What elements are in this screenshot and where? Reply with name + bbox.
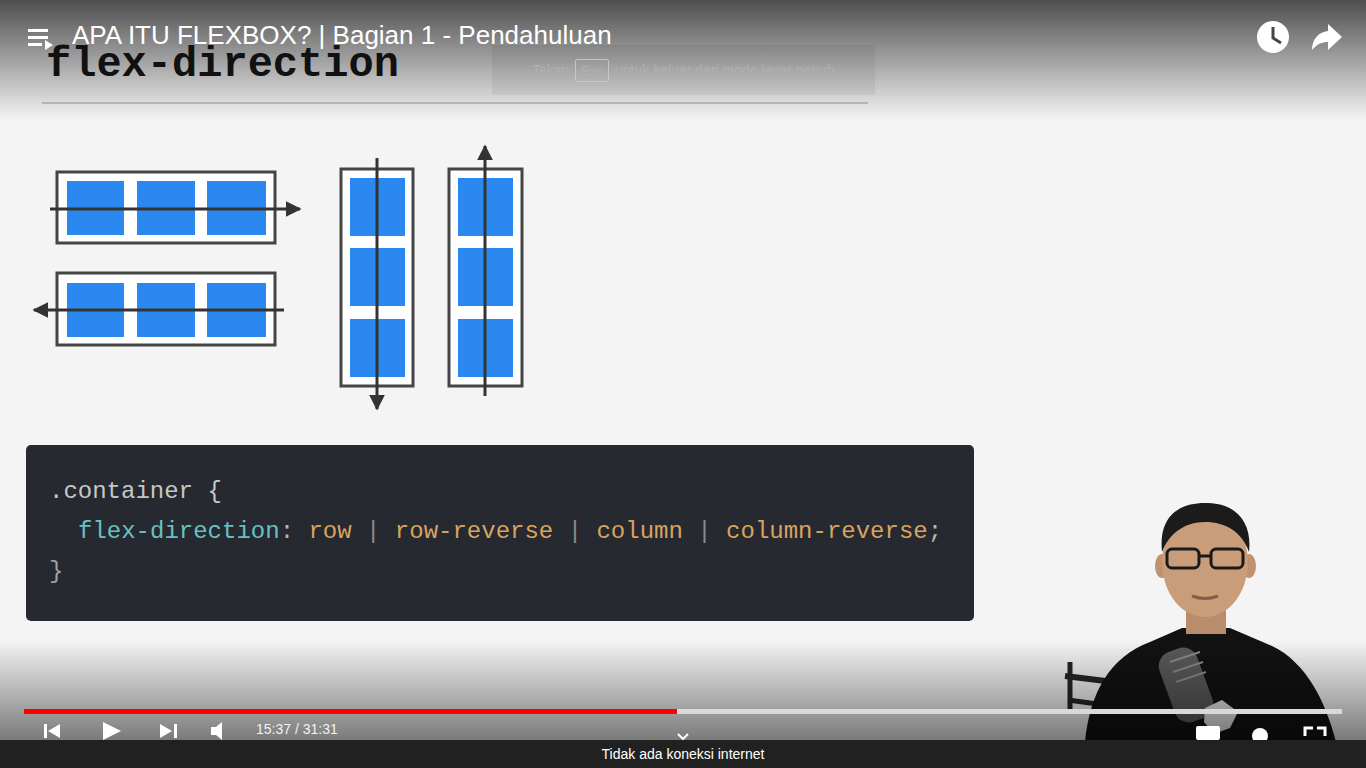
fullscreen-hint: Tekan untuk keluar dari mode layar penuh E… (492, 45, 875, 95)
flex-row-figure (50, 172, 300, 243)
code-punctuation: ; (928, 518, 942, 545)
player-controls (1196, 726, 1220, 740)
player-controls (1305, 728, 1325, 736)
code-line: flex-direction: row | row-reverse | column | co… (26, 512, 974, 552)
presenter-figure (1211, 549, 1243, 568)
code-value: column (596, 518, 682, 545)
flex-column-reverse-figure (449, 146, 522, 396)
watch-later-icon (1273, 27, 1281, 43)
code-brace: } (49, 558, 63, 585)
status-band-text: Tidak ada koneksi internet (602, 746, 765, 762)
code-line: } (26, 552, 974, 592)
fullscreen-hint-text: Tekan (532, 62, 569, 78)
code-line: .container { (26, 472, 974, 512)
slide-heading: flex-direction (46, 43, 399, 87)
code-punctuation: : (280, 518, 294, 545)
share-icon (1312, 24, 1342, 50)
flex-row-reverse-figure (34, 309, 284, 312)
player-controls (48, 724, 60, 738)
code-separator: | (697, 518, 711, 545)
flex-row-figure (50, 208, 300, 211)
flex-column-reverse-figure (484, 146, 487, 396)
code-value: row (308, 518, 351, 545)
presenter-figure (1167, 549, 1199, 568)
code-selector: .container { (49, 478, 222, 505)
presenter-figure (1162, 503, 1250, 552)
presenter-figure (1199, 555, 1211, 558)
watch-later-icon (1257, 21, 1289, 53)
bottom-shade (0, 640, 1366, 740)
code-panel: .container { flex-direction: row | row-rever… (26, 445, 974, 621)
player-controls (160, 724, 172, 738)
fullscreen-hint-text: untuk keluar dari mode layar penuh (615, 62, 834, 78)
player-controls (44, 724, 47, 738)
player-controls (678, 734, 688, 739)
menu-icon (28, 36, 48, 39)
time-display: 15:37 / 31:31 (256, 722, 338, 737)
code-property: flex-direction (78, 518, 280, 545)
player-controls (174, 724, 177, 738)
menu-icon (28, 43, 42, 46)
code-value: column-reverse (726, 518, 928, 545)
status-band: Tidak ada koneksi internet (0, 740, 1366, 768)
flex-column-figure (376, 158, 379, 409)
player-controls (211, 722, 222, 740)
player-controls (103, 722, 121, 740)
code-separator: | (366, 518, 380, 545)
progress-track (24, 709, 1342, 714)
flex-row-reverse-figure (34, 273, 284, 345)
flex-column-figure (341, 158, 413, 409)
top-shade (0, 0, 1366, 120)
key-badge: Esc (575, 59, 609, 82)
key-badge-text: Esc (581, 63, 603, 78)
watch-later-icon (1257, 21, 1289, 53)
code-separator: | (568, 518, 582, 545)
progress-played (24, 709, 677, 714)
menu-icon (28, 29, 48, 32)
code-value: row-reverse (395, 518, 553, 545)
presenter-figure (1192, 596, 1218, 599)
